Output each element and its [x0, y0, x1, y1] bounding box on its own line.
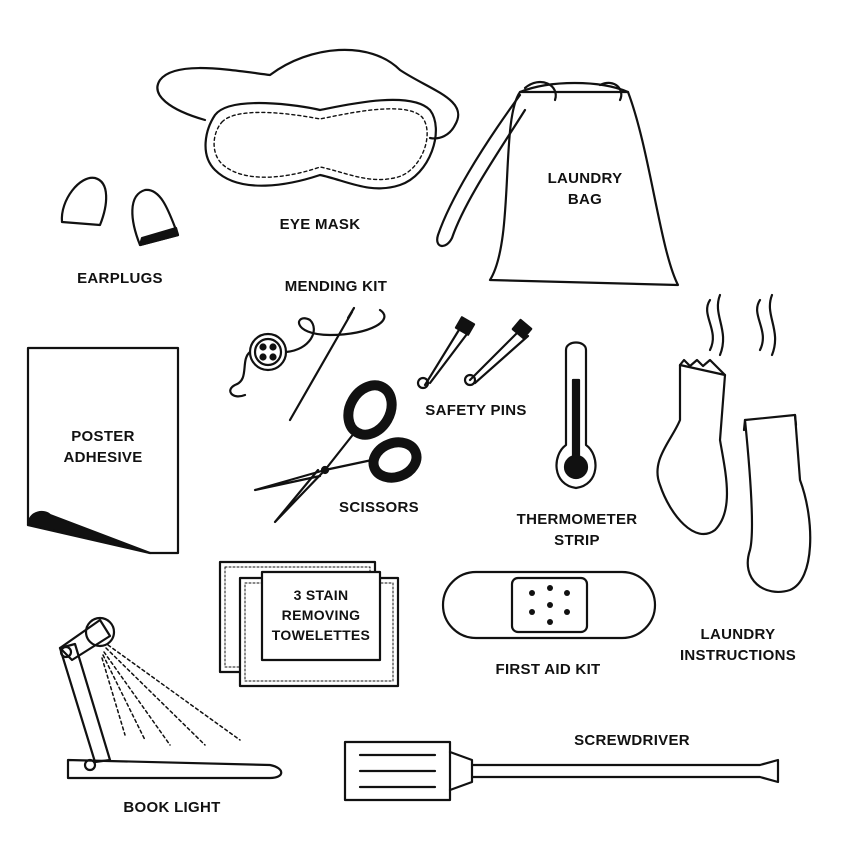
thermometer-strip-label-line2: STRIP	[554, 532, 600, 549]
book-light-illustration	[58, 616, 283, 780]
laundry-instructions-label: LAUNDRY INSTRUCTIONS	[680, 624, 796, 666]
laundry-bag-label: LAUNDRY BAG	[548, 168, 623, 210]
mending-kit-illustration	[229, 306, 386, 422]
eye-mask-illustration	[156, 48, 460, 190]
laundry-bag-label-line2: BAG	[567, 191, 603, 208]
eye-mask-label: EYE MASK	[279, 216, 361, 233]
thermometer-strip-illustration	[555, 341, 597, 490]
laundry-instructions-label-line2: INSTRUCTIONS	[679, 647, 797, 664]
safety-pins-label: SAFETY PINS	[425, 402, 527, 419]
towelettes-label-line2: REMOVING	[281, 607, 361, 623]
socks-illustration	[656, 293, 812, 593]
first-aid-kit-label: FIRST AID KIT	[495, 661, 601, 678]
first-aid-bandage-illustration	[441, 570, 657, 640]
poster-adhesive-label-line2: ADHESIVE	[63, 449, 143, 466]
laundry-instructions-label-line1: LAUNDRY	[700, 626, 776, 643]
screwdriver-illustration	[343, 740, 780, 802]
scissors-label: SCISSORS	[339, 499, 419, 516]
towelettes-label: 3 STAIN REMOVING TOWELETTES	[272, 585, 370, 645]
towelettes-label-line3: TOWELETTES	[271, 627, 371, 643]
poster-adhesive-label-line1: POSTER	[71, 428, 135, 445]
towelettes-illustration	[218, 560, 400, 688]
earplugs-label: EARPLUGS	[77, 270, 163, 287]
book-light-label: BOOK LIGHT	[123, 799, 221, 816]
safety-pins-illustration	[416, 316, 533, 390]
laundry-bag-illustration	[436, 81, 680, 287]
poster-adhesive-label: POSTER ADHESIVE	[63, 426, 142, 468]
thermometer-strip-label: THERMOMETER STRIP	[517, 509, 638, 551]
poster-adhesive-illustration	[26, 346, 180, 555]
laundry-bag-label-line1: LAUNDRY	[547, 170, 623, 187]
thermometer-strip-label-line1: THERMOMETER	[516, 511, 638, 528]
mending-kit-label: MENDING KIT	[284, 278, 388, 295]
scissors-illustration	[253, 380, 422, 524]
screwdriver-label: SCREWDRIVER	[574, 732, 690, 749]
towelettes-label-line1: 3 STAIN	[293, 587, 349, 603]
earplugs-illustration	[60, 176, 180, 247]
